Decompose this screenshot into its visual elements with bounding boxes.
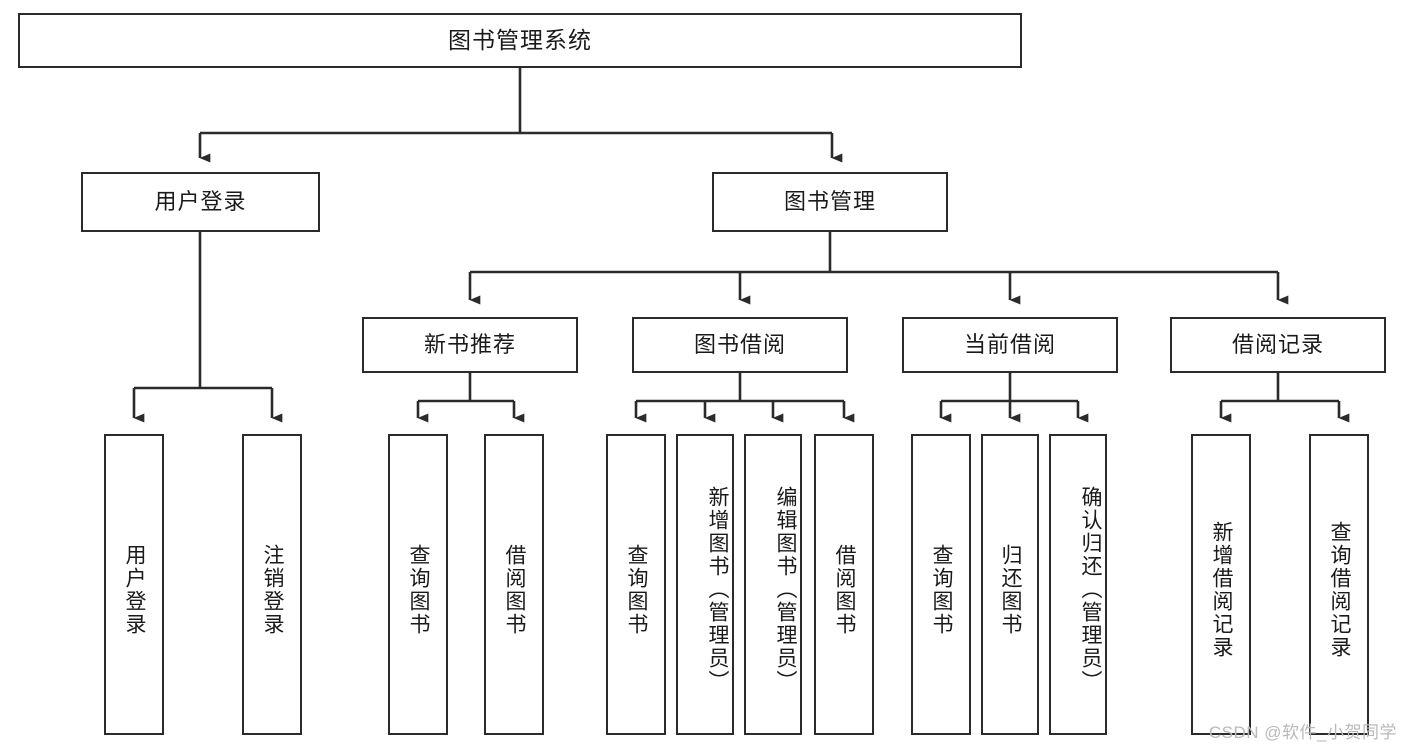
node-label: 借阅图书 (503, 543, 526, 636)
node-label: 注销登录 (261, 543, 284, 636)
leaf-query-book-borrow[interactable]: 查询图书 (606, 434, 666, 735)
leaf-borrow-book-recommend[interactable]: 借阅图书 (484, 434, 544, 735)
node-label: 编辑图书（管理员） (774, 486, 797, 693)
node-label: 新书推荐 (423, 331, 516, 357)
node-label: 图书管理系统 (448, 26, 592, 53)
node-label: 借阅图书 (833, 543, 856, 636)
leaf-query-book-current[interactable]: 查询图书 (911, 434, 971, 735)
node-book-borrow[interactable]: 图书借阅 (632, 317, 848, 373)
node-label: 查询借阅记录 (1328, 520, 1351, 659)
leaf-user-logout[interactable]: 注销登录 (242, 434, 302, 735)
node-book-management[interactable]: 图书管理 (712, 172, 948, 232)
leaf-user-login[interactable]: 用户登录 (104, 434, 164, 735)
leaf-borrow-book-borrow[interactable]: 借阅图书 (814, 434, 874, 735)
csdn-watermark: CSDN @软件_小贺同学 (1208, 723, 1397, 742)
node-root-book-management-system[interactable]: 图书管理系统 (18, 13, 1022, 68)
node-current-borrow[interactable]: 当前借阅 (902, 317, 1118, 373)
node-label: 确认归还（管理员） (1079, 486, 1102, 693)
leaf-add-book-admin[interactable]: 新增图书（管理员） (676, 434, 734, 735)
node-label: 用户登录 (154, 188, 247, 214)
node-label: 新增图书（管理员） (706, 486, 729, 693)
node-new-book-recommend[interactable]: 新书推荐 (362, 317, 578, 373)
node-label: 查询图书 (407, 543, 430, 636)
node-label: 借阅记录 (1231, 331, 1324, 357)
node-label: 查询图书 (930, 543, 953, 636)
leaf-return-book[interactable]: 归还图书 (981, 434, 1039, 735)
node-label: 图书借阅 (693, 331, 786, 357)
leaf-query-borrow-record[interactable]: 查询借阅记录 (1309, 434, 1369, 735)
node-user-login[interactable]: 用户登录 (81, 172, 320, 232)
leaf-edit-book-admin[interactable]: 编辑图书（管理员） (744, 434, 802, 735)
node-label: 归还图书 (999, 543, 1022, 636)
node-label: 新增借阅记录 (1210, 520, 1233, 659)
node-label: 图书管理 (783, 188, 876, 214)
node-borrow-record[interactable]: 借阅记录 (1170, 317, 1386, 373)
node-label: 查询图书 (625, 543, 648, 636)
leaf-confirm-return-admin[interactable]: 确认归还（管理员） (1049, 434, 1107, 735)
node-label: 用户登录 (123, 543, 146, 636)
leaf-query-book-recommend[interactable]: 查询图书 (388, 434, 448, 735)
node-label: 当前借阅 (963, 331, 1056, 357)
leaf-add-borrow-record[interactable]: 新增借阅记录 (1191, 434, 1251, 735)
